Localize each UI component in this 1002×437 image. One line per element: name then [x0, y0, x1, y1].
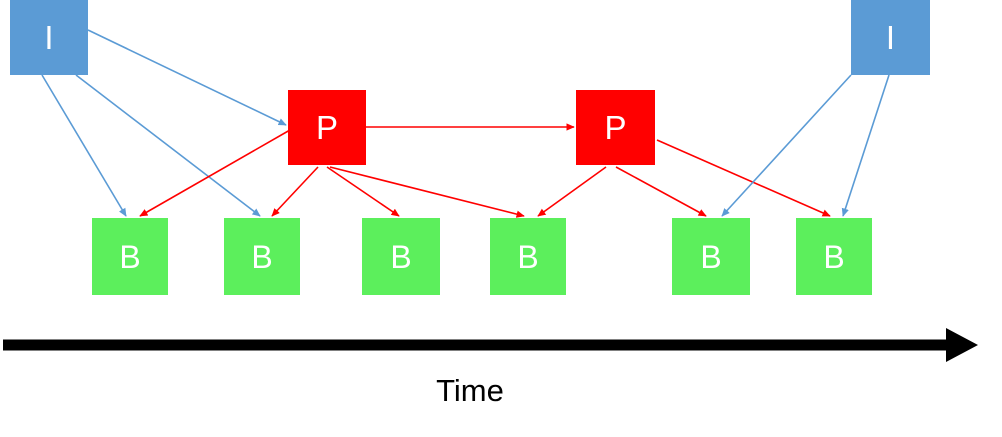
edge-p2-to-b6 [656, 139, 831, 217]
frame-box-label: B [700, 238, 722, 275]
frame-box-b2[interactable]: B [224, 218, 300, 295]
frame-box-label: B [517, 238, 539, 275]
frame-box-label: I [885, 19, 896, 56]
frame-box-b3[interactable]: B [362, 218, 440, 295]
frame-box-label: B [251, 238, 273, 275]
frame-box-label: B [390, 238, 412, 275]
edge-i2-to-b6 [841, 74, 890, 217]
edge-i1-to-p1 [87, 29, 287, 126]
edge-p2-to-b5 [615, 166, 707, 217]
frame-box-p2[interactable]: P [576, 90, 655, 165]
frame-box-label: P [604, 109, 627, 146]
edge-p1-to-b4 [329, 166, 525, 218]
frame-box-label: B [119, 238, 141, 275]
frame-box-b5[interactable]: B [672, 218, 750, 295]
frame-box-i1[interactable]: I [10, 0, 88, 75]
frame-box-label: I [44, 19, 54, 56]
edge-i1-to-b1 [41, 74, 127, 217]
edge-p2-to-b4 [537, 166, 607, 217]
time-axis-arrow [3, 328, 978, 362]
frame-box-i2[interactable]: I [851, 0, 930, 75]
time-axis-label: Time [436, 373, 504, 408]
edge-p1-to-b2 [271, 166, 319, 217]
edge-i2-to-b5 [721, 74, 852, 217]
frame-box-b4[interactable]: B [490, 218, 566, 295]
edge-p1-to-b3 [326, 166, 400, 217]
frame-box-b1[interactable]: B [92, 218, 168, 295]
edge-p1-to-b1 [139, 129, 291, 217]
edge-i1-to-b2 [75, 74, 261, 217]
frame-box-b6[interactable]: B [796, 218, 872, 295]
frame-box-label: B [823, 238, 845, 275]
frame-box-label: P [315, 109, 338, 146]
frame-box-p1[interactable]: P [288, 90, 366, 165]
